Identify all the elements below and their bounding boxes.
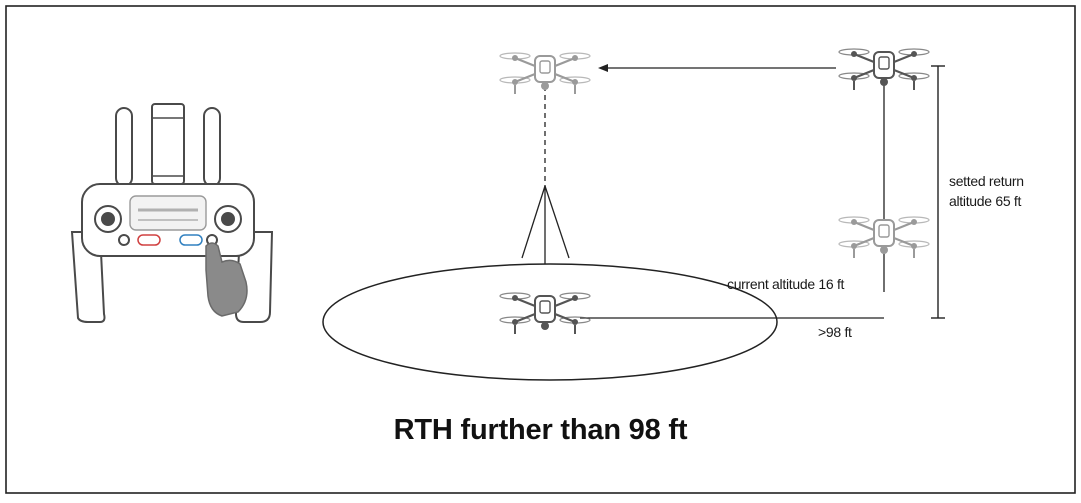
right-antenna: [203, 107, 221, 187]
current-altitude-label: current altitude 16 ft: [727, 276, 845, 292]
remote-controller: [70, 103, 274, 323]
drone-current-altitude: [837, 215, 931, 260]
drone-return-altitude: [837, 47, 931, 92]
drone-home-hover: [498, 51, 592, 96]
signal-lines: [521, 185, 570, 264]
setted-return-label-line2: altitude 65 ft: [949, 193, 1022, 209]
rth-button: [137, 234, 161, 246]
altitude-bracket: [931, 65, 945, 319]
return-path-arrow: [598, 64, 608, 72]
hand-icon: [205, 242, 248, 317]
power-button: [118, 234, 130, 246]
setted-return-label-line1: setted return: [949, 173, 1024, 189]
diagram-title: RTH further than 98 ft: [393, 414, 688, 446]
phone-holder: [151, 103, 185, 185]
controller-display: [129, 195, 207, 231]
distance-label: >98 ft: [818, 324, 852, 340]
ground-area: [322, 263, 778, 381]
left-antenna: [115, 107, 133, 187]
drone-landing: [498, 291, 592, 336]
mode-button: [179, 234, 203, 246]
frame-border: [5, 5, 1076, 494]
